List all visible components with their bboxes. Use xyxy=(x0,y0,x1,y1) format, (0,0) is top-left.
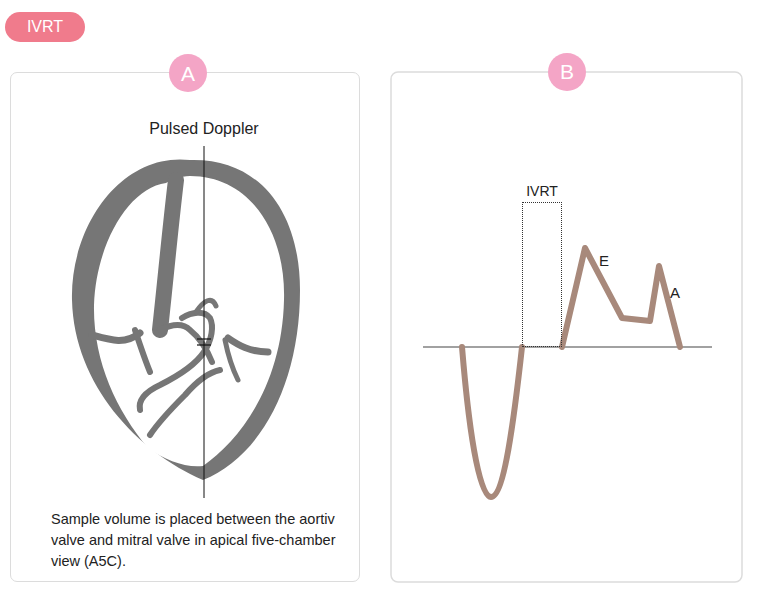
ivrt-interval-box: IVRT xyxy=(522,202,562,347)
wave-label: A xyxy=(670,284,680,301)
panel-badge: B xyxy=(548,53,586,91)
baseline xyxy=(423,346,712,347)
doppler-cursor xyxy=(204,146,205,498)
title-pill: IVRT xyxy=(5,12,85,42)
heart-illustration xyxy=(72,159,300,480)
wave-label: E xyxy=(599,252,609,269)
outflow-wave xyxy=(462,347,522,497)
caption-text: Sample volume is placed between the aort… xyxy=(51,509,351,572)
panel-frame xyxy=(391,72,742,582)
sample-volume-mark xyxy=(197,344,211,345)
interval-label: IVRT xyxy=(526,183,558,199)
badge-text: B xyxy=(560,60,574,84)
badge-text: IVRT xyxy=(27,18,63,36)
probe-label: Pulsed Doppler xyxy=(149,120,258,138)
sample-volume-mark xyxy=(197,338,211,339)
badge-text: A xyxy=(181,63,195,84)
panel-badge: A xyxy=(169,54,207,92)
panel-a: Sample volume is placed between the aort… xyxy=(10,72,360,582)
inflow-wave xyxy=(562,248,680,347)
